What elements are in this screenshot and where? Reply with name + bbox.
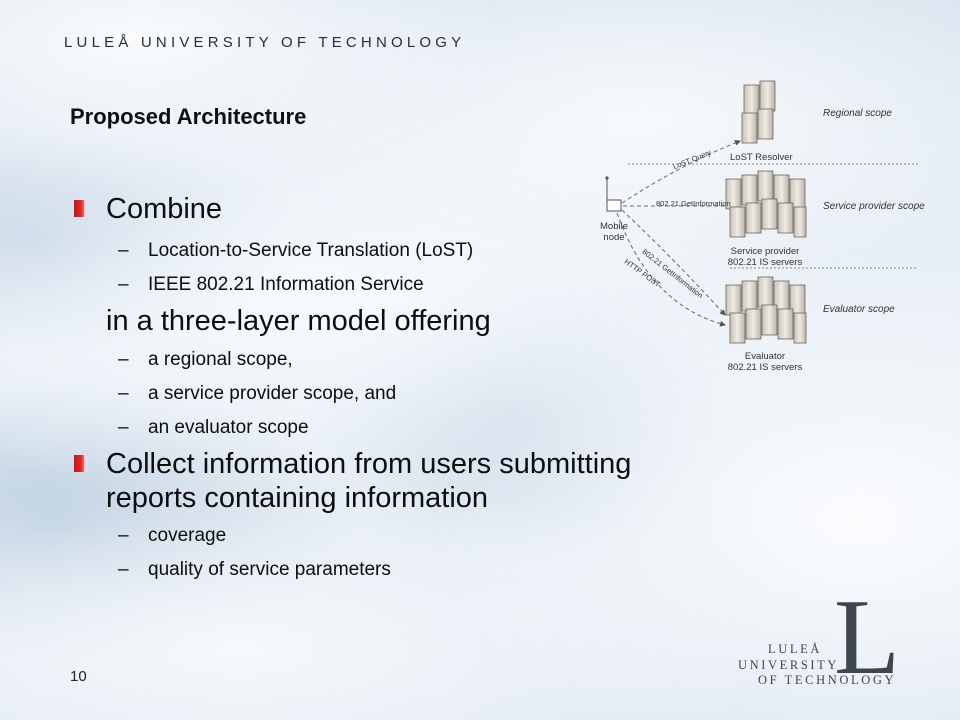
sub-bullet-item: – a service provider scope, and: [72, 382, 712, 405]
bullet-item: Combine: [72, 192, 712, 226]
university-logo: L LULEÅ UNIVERSITY OF TECHNOLOGY: [730, 584, 910, 692]
regional-scope-label: Regional scope: [823, 108, 892, 119]
bullet-list: Combine – Location-to-Service Translatio…: [72, 192, 712, 581]
logo-text-line: UNIVERSITY: [738, 658, 839, 672]
slide-title: Proposed Architecture: [70, 104, 307, 129]
service-provider-label: Service provider 802.21 IS servers: [727, 246, 803, 268]
mobile-node-label: Mobile node: [600, 221, 628, 243]
getinformation-evaluator-arrow: [621, 209, 726, 316]
dash-marker: –: [118, 417, 129, 438]
evaluator-scope-label: Evaluator scope: [823, 304, 895, 315]
evaluator-servers-icon: [725, 276, 807, 344]
architecture-diagram: Regional scope Service provider scope Ev…: [590, 75, 946, 380]
service-provider-scope-label: Service provider scope: [823, 201, 925, 212]
antenna-icon: [605, 176, 609, 201]
bullet-marker-icon: [74, 200, 87, 217]
lost-query-arrow: [621, 140, 741, 204]
logo-text-line: LULEÅ: [768, 642, 822, 656]
lost-resolver-server-icon: [741, 80, 776, 144]
bullet-text: Combine: [106, 193, 223, 225]
bullet-text: Collect information from users submittin…: [106, 448, 632, 514]
dash-marker: –: [118, 525, 129, 546]
bullet-item: in a three-layer model offering: [72, 304, 712, 338]
sub-bullet-text: Location-to-Service Translation (LoST): [148, 240, 474, 261]
architecture-diagram-graphic: [605, 80, 918, 344]
dash-marker: –: [118, 274, 129, 295]
sub-bullet-item: – an evaluator scope: [72, 416, 712, 439]
dash-marker: –: [118, 240, 129, 261]
sub-bullet-text: IEEE 802.21 Information Service: [148, 274, 424, 295]
sub-bullet-item: – coverage: [72, 524, 712, 547]
lost-resolver-label: LoST Resolver: [730, 152, 793, 163]
sub-bullet-item: – quality of service parameters: [72, 558, 712, 581]
sub-bullet-text: quality of service parameters: [148, 559, 391, 580]
getinformation-label: 802.21 GetInformation: [656, 199, 731, 208]
sub-bullet-item: – a regional scope,: [72, 348, 712, 371]
dash-marker: –: [118, 559, 129, 580]
sub-bullet-text: a service provider scope, and: [148, 383, 397, 404]
sub-bullet-text: a regional scope,: [148, 349, 293, 370]
sub-bullet-text: coverage: [148, 525, 227, 546]
university-header: LULEÅ UNIVERSITY OF TECHNOLOGY: [64, 34, 466, 51]
bullet-item: Collect information from users submittin…: [72, 447, 712, 515]
page-number: 10: [70, 668, 87, 685]
bullet-marker-icon: [74, 455, 87, 472]
mobile-node-icon: [606, 199, 622, 212]
sub-bullet-text: an evaluator scope: [148, 417, 309, 438]
sub-bullet-item: – IEEE 802.21 Information Service: [72, 273, 712, 296]
service-provider-servers-icon: [725, 170, 807, 238]
evaluator-label: Evaluator 802.21 IS servers: [727, 351, 803, 373]
dash-marker: –: [118, 349, 129, 370]
dash-marker: –: [118, 383, 129, 404]
sub-bullet-item: – Location-to-Service Translation (LoST): [72, 239, 712, 262]
http-post-arrow: [616, 212, 726, 327]
logo-text-line: OF TECHNOLOGY: [758, 673, 897, 687]
logo-letter: L: [834, 578, 900, 697]
bullet-text: in a three-layer model offering: [106, 305, 491, 337]
